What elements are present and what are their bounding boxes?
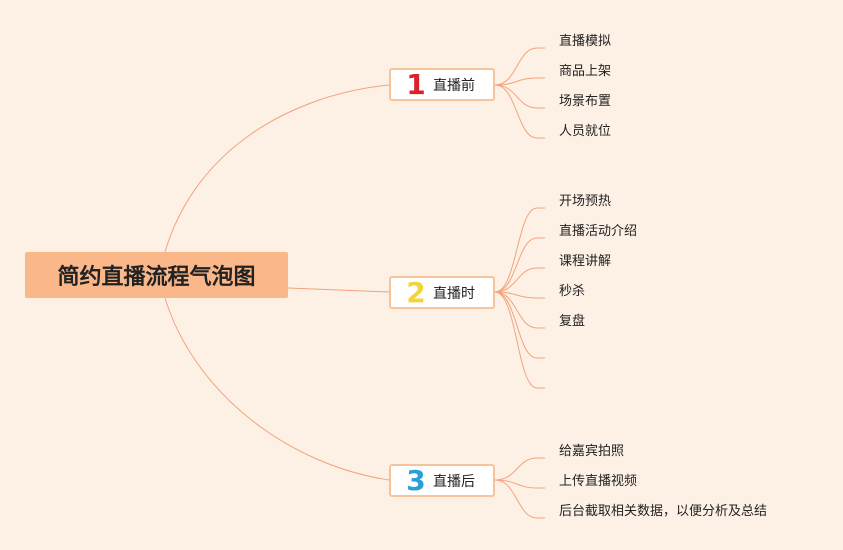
branch-label: 直播后 [433,473,475,490]
leaf-topic[interactable]: 课程讲解 [559,254,612,269]
connector-branch-2-leaf-4 [494,291,545,299]
branch-during-live[interactable]: 2 直播时 [389,276,495,309]
connector-root-branch-2 [287,287,390,293]
root-topic[interactable]: 简约直播流程气泡图 [25,252,288,298]
leaf-topic[interactable]: 人员就位 [559,124,612,139]
branch-label: 直播时 [433,285,475,302]
connector-branch-2-leaf-2 [494,237,545,293]
connector-branch-3-leaf-2 [494,479,545,489]
connector-root-branch-1 [164,84,390,253]
leaf-topic[interactable]: 开场预热 [559,194,612,209]
leaf-topic[interactable]: 直播模拟 [559,34,612,49]
connector-branch-3-leaf-1 [494,457,545,481]
connector-branch-2-leaf-6 [494,291,545,359]
connector-branch-1-leaf-3 [494,84,545,109]
leaf-topic[interactable]: 上传直播视频 [559,474,638,489]
leaf-topic[interactable]: 给嘉宾拍照 [559,444,625,459]
leaf-topic[interactable]: 后台截取相关数据，以便分析及总结 [559,504,768,519]
root-title: 简约直播流程气泡图 [57,265,256,290]
leaf-topic[interactable]: 秒杀 [559,284,586,299]
leaf-topic[interactable]: 直播活动介绍 [559,224,638,239]
connector-branch-2-leaf-1 [494,207,545,293]
connector-branch-2-leaf-3 [494,267,545,293]
connector-branch-2-leaf-7 [494,291,545,389]
leaf-topic[interactable]: 商品上架 [559,64,612,79]
number-one-icon: 1 [406,67,426,101]
leaf-topic[interactable]: 场景布置 [559,94,612,109]
connector-branch-1-leaf-2 [494,77,545,86]
connector-branch-2-leaf-5 [494,291,545,329]
connector-root-branch-3 [164,297,390,481]
branch-before-live[interactable]: 1 直播前 [389,68,495,101]
connector-branch-3-leaf-3 [494,479,545,519]
number-three-icon: 3 [406,463,426,497]
connector-branch-1-leaf-1 [494,47,545,86]
number-two-icon: 2 [406,275,426,309]
branch-after-live[interactable]: 3 直播后 [389,464,495,497]
branch-label: 直播前 [433,77,475,94]
leaf-topic[interactable]: 复盘 [559,314,586,329]
connector-branch-1-leaf-4 [494,84,545,139]
